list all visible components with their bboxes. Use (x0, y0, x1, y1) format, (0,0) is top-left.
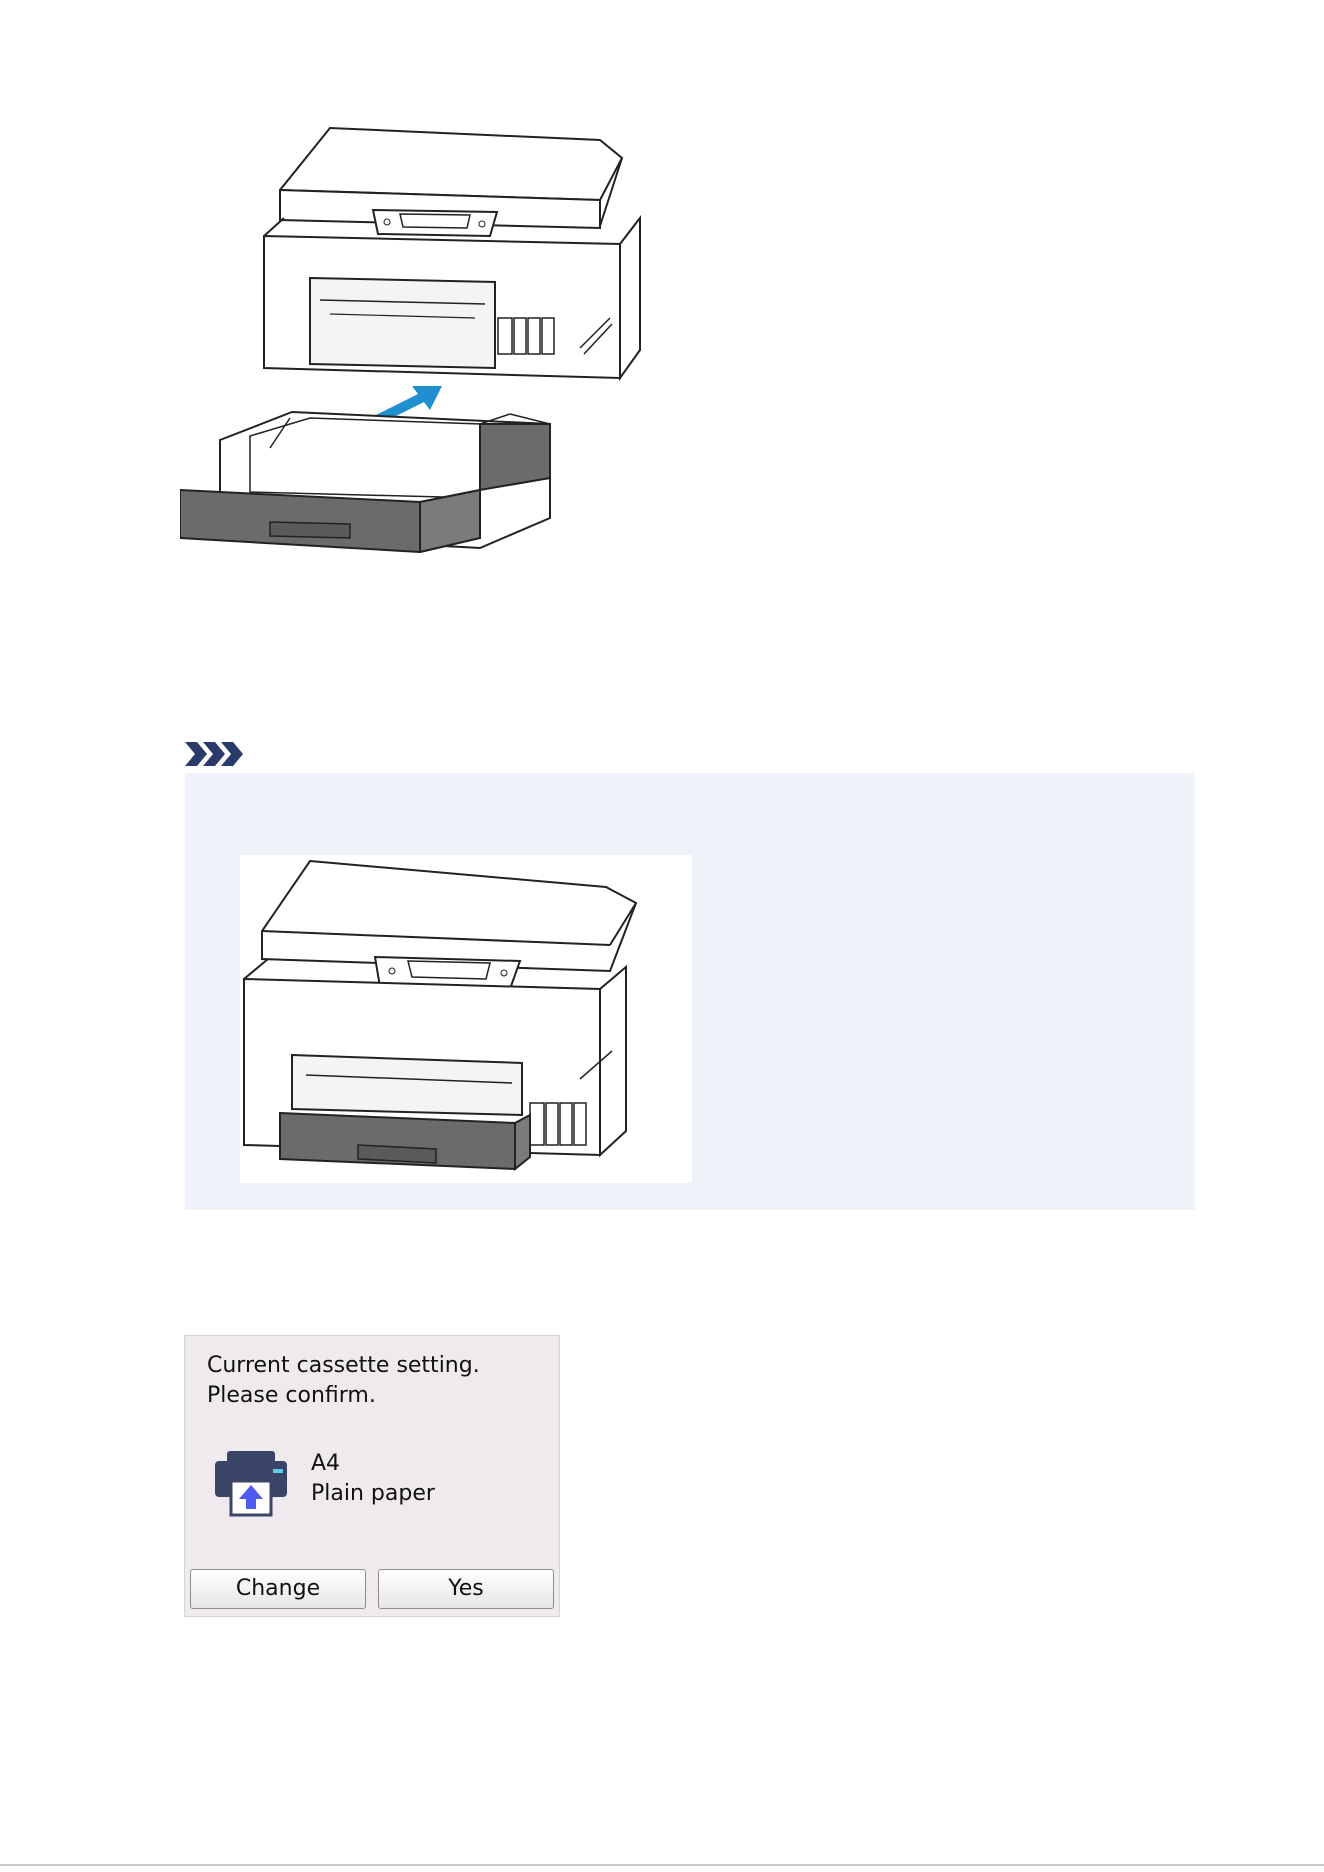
media-type-value: Plain paper (311, 1479, 435, 1509)
lcd-message-line2: Please confirm. (207, 1381, 376, 1411)
paper-size-value: A4 (311, 1449, 340, 1479)
note-chevrons-icon (185, 742, 243, 766)
note-box (185, 773, 1195, 1210)
printer-cassette-icon (213, 1451, 289, 1517)
change-button[interactable]: Change (190, 1569, 366, 1609)
yes-button[interactable]: Yes (378, 1569, 554, 1609)
printer-cassette-insert-illustration (180, 118, 780, 628)
page-footer-rule (0, 1864, 1324, 1866)
lcd-screen: Current cassette setting. Please confirm… (184, 1335, 560, 1617)
lcd-message-line1: Current cassette setting. (207, 1351, 480, 1381)
printer-cassette-inserted-illustration (240, 855, 692, 1183)
